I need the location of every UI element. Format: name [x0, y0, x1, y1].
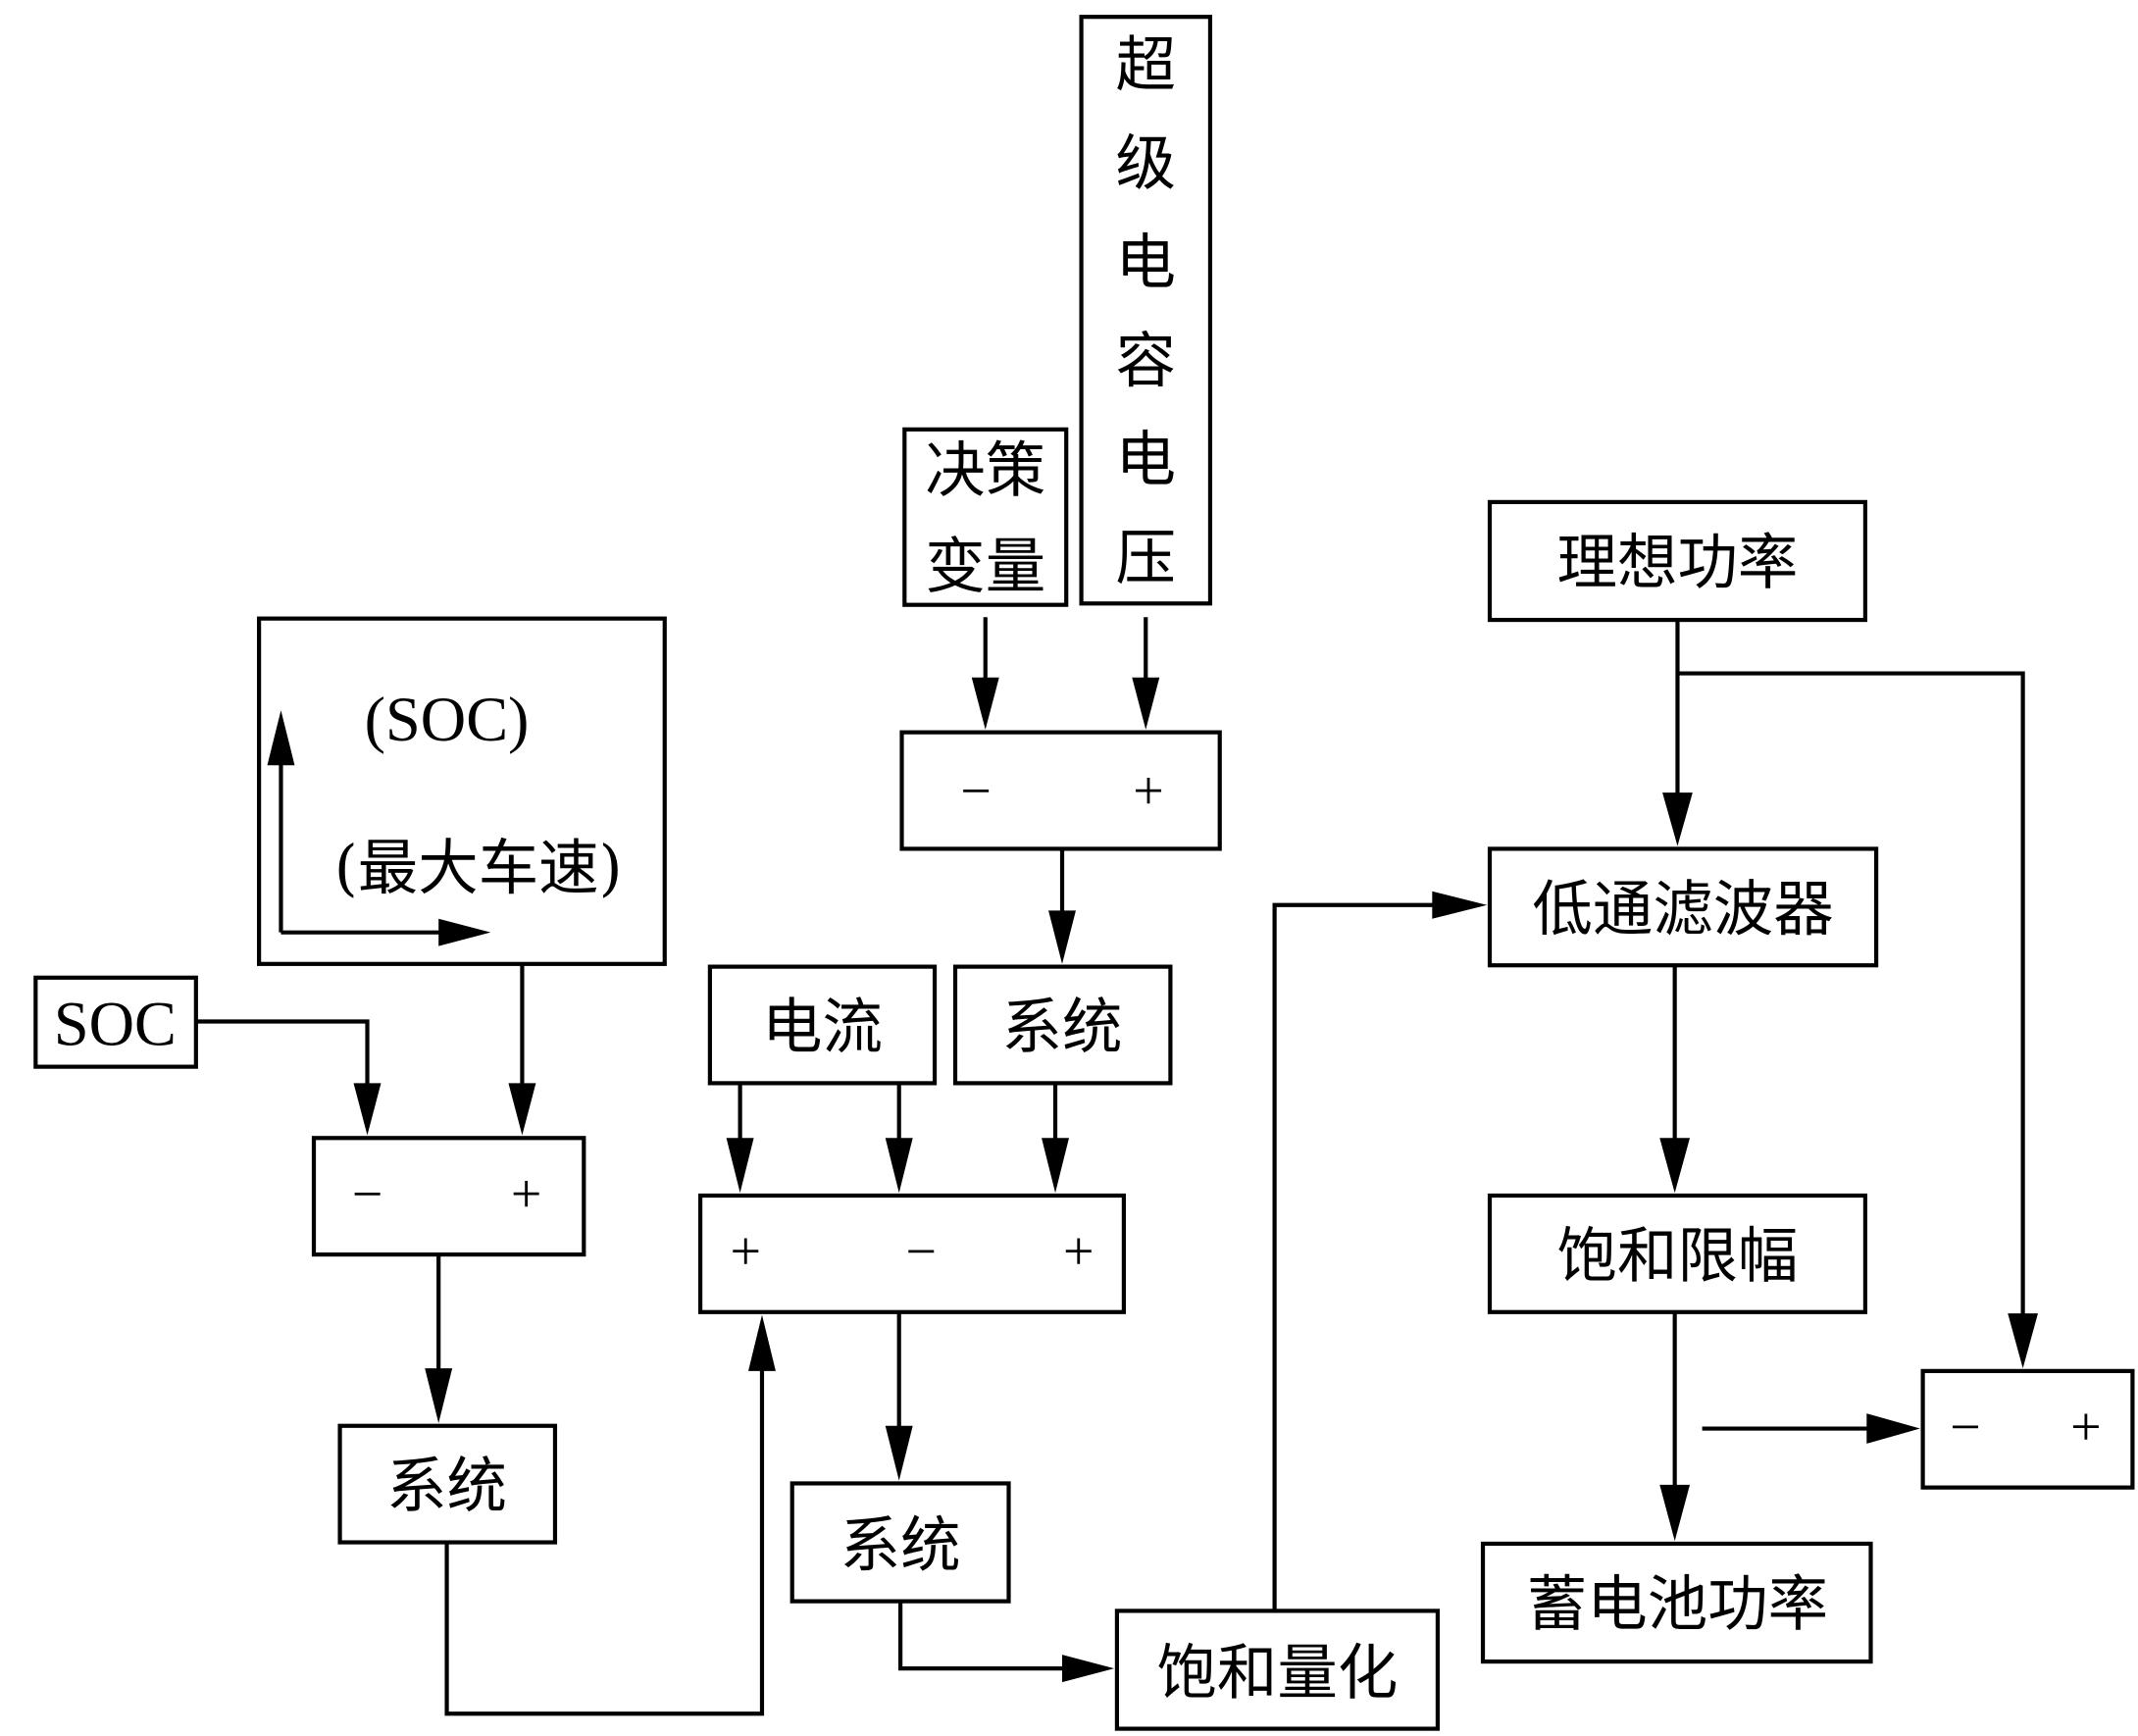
arrow-head [1048, 910, 1076, 964]
plus-sign: + [2070, 1397, 2102, 1457]
arrow-head [885, 1138, 913, 1194]
plus-sign: + [1133, 761, 1164, 822]
arrow-head [1132, 677, 1160, 730]
map-y-arrow [267, 710, 295, 766]
node-soc-input: SOC [33, 975, 198, 1069]
arrow-head [1662, 792, 1693, 846]
supercap-char: 容 [1116, 327, 1176, 396]
node-sum2: − + [899, 730, 1222, 851]
node-system-left: 系统 [337, 1423, 558, 1545]
plus-sign: + [730, 1221, 761, 1282]
saturation-limit-label: 饱和限幅 [1557, 1221, 1799, 1291]
supercap-char: 电 [1116, 426, 1176, 495]
minus-sign: − [352, 1164, 383, 1225]
connector [898, 1601, 1069, 1671]
map-x-arrow [438, 918, 491, 946]
arrow-head [508, 1083, 536, 1136]
node-decision-variable: 决策 变量 [902, 427, 1069, 607]
arrow-head [1659, 1138, 1691, 1194]
node-battery-power: 蓄电池功率 [1480, 1541, 1873, 1664]
system-mid-label: 系统 [840, 1510, 961, 1580]
arrow-head [1062, 1655, 1115, 1683]
arrow-head [726, 1138, 754, 1194]
connector [1677, 671, 2025, 1316]
saturation-quantize-label: 饱和量化 [1156, 1638, 1398, 1708]
lpf-label: 低通滤波器 [1532, 875, 1833, 945]
connector [1272, 902, 1440, 1611]
supercap-char: 电 [1116, 228, 1176, 297]
arrow-head [1866, 1413, 1920, 1444]
decision-line2: 变量 [925, 533, 1045, 602]
current-label: 电流 [762, 993, 883, 1062]
arrow-head [748, 1314, 776, 1371]
node-soc-map: (SOC) (最大车速) [257, 616, 667, 966]
map-y-label: (SOC) [365, 685, 530, 754]
minus-sign: − [905, 1221, 937, 1282]
minus-sign: − [960, 761, 992, 822]
arrow-head [353, 1083, 382, 1136]
node-low-pass-filter: 低通滤波器 [1487, 846, 1879, 968]
ideal-power-label: 理想功率 [1557, 528, 1799, 597]
supercap-char: 超 [1116, 30, 1176, 100]
system-top-label: 系统 [1002, 993, 1123, 1062]
soc-input-label: SOC [54, 989, 177, 1058]
node-system-top: 系统 [952, 964, 1173, 1086]
connector [444, 1363, 765, 1716]
node-sum4: − + [1920, 1368, 2135, 1490]
plus-sign: + [1063, 1221, 1094, 1282]
supercap-char: 级 [1116, 129, 1176, 199]
node-saturation-limit: 饱和限幅 [1487, 1193, 1868, 1314]
arrow-head [885, 1425, 913, 1481]
node-ideal-power: 理想功率 [1487, 499, 1868, 623]
node-supercap-voltage: 超 级 电 容 电 压 [1079, 15, 1213, 606]
arrow-head [971, 677, 999, 730]
node-saturation-quantize: 饱和量化 [1114, 1608, 1441, 1731]
connector [195, 1019, 370, 1091]
system-left-label: 系统 [386, 1452, 507, 1521]
node-sum1: − + [311, 1136, 586, 1257]
node-current: 电流 [707, 964, 938, 1086]
plus-sign: + [511, 1164, 542, 1225]
arrow-head [1042, 1138, 1069, 1194]
supercap-char: 压 [1116, 524, 1176, 593]
battery-power-label: 蓄电池功率 [1527, 1569, 1828, 1639]
arrow-head [2008, 1313, 2038, 1369]
node-system-mid: 系统 [789, 1481, 1011, 1604]
decision-line1: 决策 [925, 436, 1045, 506]
arrow-head [1432, 891, 1488, 919]
minus-sign: − [1950, 1397, 1981, 1457]
map-x-label: (最大车速) [334, 834, 623, 903]
arrow-head [1659, 1484, 1691, 1542]
arrow-head [425, 1368, 453, 1423]
node-sum3: + − + [697, 1193, 1126, 1314]
